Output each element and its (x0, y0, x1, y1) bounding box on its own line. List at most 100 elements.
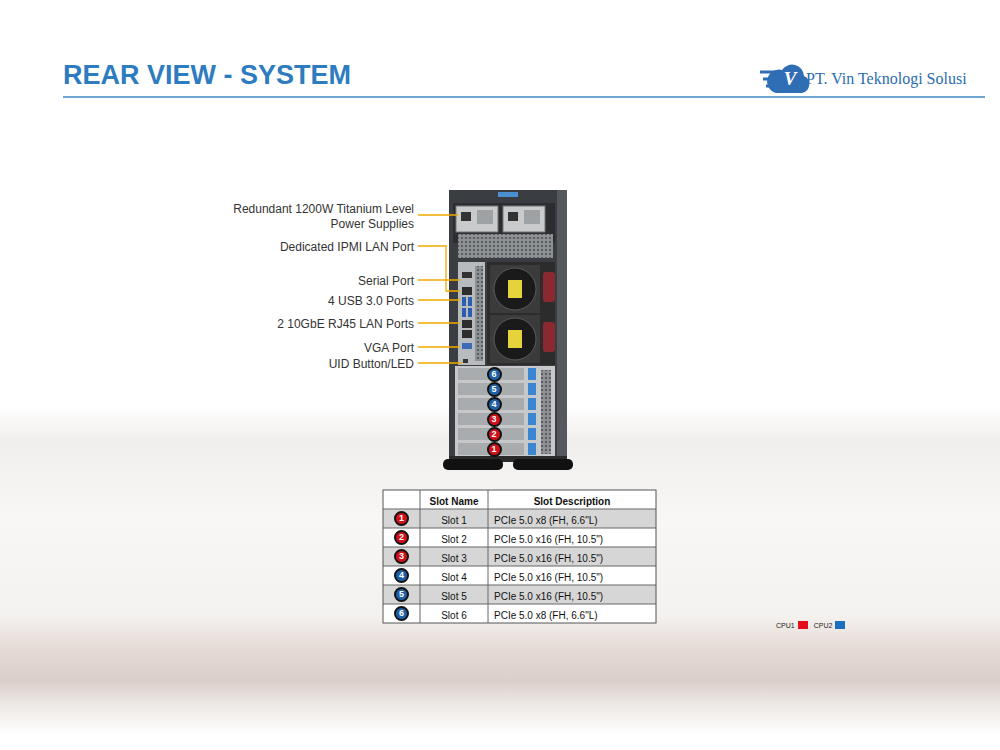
table-cell-box: Slot 2 (420, 528, 488, 547)
slot-number-badge: 4 (487, 397, 502, 412)
chassis-body (449, 190, 567, 462)
table-cell-box: PCIe 5.0 x16 (FH, 10.5") (494, 528, 654, 547)
callout-number: 6 (399, 609, 404, 618)
callout-number: 2 (399, 533, 404, 542)
vent-panel (458, 234, 553, 258)
legend-text: CPU2 (814, 622, 833, 629)
legend-swatch (798, 621, 808, 629)
slot-table-grid (383, 490, 656, 623)
legend-text: CPU1 (776, 622, 795, 629)
power-supply (503, 206, 545, 232)
fan-label (508, 330, 522, 348)
callout-number: 3 (491, 415, 496, 424)
callout-label-box: Redundant 1200W Titanium Level Power Sup… (214, 201, 414, 229)
page-title: REAR VIEW - SYSTEM (63, 60, 351, 91)
table-cell-box: Slot 3 (420, 547, 488, 566)
fan-label (508, 280, 522, 298)
table-cell: Slot 1 (441, 511, 467, 530)
io-panel (458, 262, 485, 365)
callout-label-box: VGA Port (204, 339, 414, 355)
callout-number: 4 (491, 400, 496, 409)
table-cell: PCIe 5.0 x8 (FH, 6.6"L) (494, 511, 598, 530)
slot-clip (528, 413, 536, 425)
leader-line (418, 362, 462, 363)
table-cell-box: Slot 4 (420, 566, 488, 585)
top-latch (498, 192, 518, 197)
server-chassis (443, 190, 573, 470)
table-cell: PCIe 5.0 x16 (FH, 10.5") (494, 549, 603, 568)
callout-label: VGA Port (364, 340, 414, 356)
table-border (383, 490, 656, 623)
psu-fan-grille (477, 210, 493, 224)
ipmi-port (462, 287, 472, 295)
power-socket (508, 212, 518, 221)
callout-label-box: UID Button/LED (204, 355, 414, 371)
leader-line (418, 346, 460, 347)
table-cell-box: Slot 5 (420, 585, 488, 604)
fan-handle (543, 322, 555, 352)
table-line (383, 547, 656, 548)
callout-label-box: 4 USB 3.0 Ports (204, 292, 414, 308)
table-cell: Slot 4 (441, 568, 467, 587)
usb-port (468, 297, 472, 306)
callout-number: 2 (491, 430, 496, 439)
table-cell: Slot 3 (441, 549, 467, 568)
table-line (420, 490, 421, 623)
lan-port (462, 320, 472, 328)
expansion-area (455, 366, 555, 458)
fan (494, 318, 536, 360)
lan-port (462, 330, 472, 338)
table-line (383, 585, 656, 586)
callout-label: 2 10GbE RJ45 LAN Ports (277, 316, 414, 332)
slot-clip (528, 398, 536, 410)
table-cell-box: Slot 1 (420, 509, 488, 528)
slot-clip (528, 368, 536, 380)
callout-number: 3 (399, 552, 404, 561)
table-cell: Slot 2 (441, 530, 467, 549)
slot-number-badge: 3 (394, 549, 409, 564)
power-socket (461, 212, 471, 221)
slot-clip (528, 383, 536, 395)
callout-label-box: Dedicated IPMI LAN Port (204, 238, 414, 254)
usb-port (462, 297, 466, 306)
table-cell: Slot 5 (441, 587, 467, 606)
table-cell-box: PCIe 5.0 x8 (FH, 6.6"L) (494, 509, 654, 528)
usb-port (462, 308, 466, 317)
leader-line (418, 322, 460, 323)
power-supply (456, 206, 498, 232)
callout-label: UID Button/LED (329, 356, 414, 372)
table-ground (383, 490, 656, 623)
logo-letter: V (784, 67, 797, 91)
title-text: REAR VIEW - SYSTEM (63, 60, 351, 90)
slot-number-badge: 2 (394, 530, 409, 545)
slot-number-badge: 2 (487, 427, 502, 442)
callout-number: 1 (399, 514, 404, 523)
company-name-box: PT. Vin Teknologi Solusi (806, 68, 996, 90)
leader-lines (418, 215, 462, 363)
legend: CPU1 CPU2 (776, 621, 848, 629)
slot-clip (528, 428, 536, 440)
table-cell-box: PCIe 5.0 x16 (FH, 10.5") (494, 585, 654, 604)
leader-line (418, 246, 460, 291)
fan-bay (487, 262, 555, 365)
leader-line (418, 214, 458, 215)
callout-label: Dedicated IPMI LAN Port (280, 239, 414, 255)
table-line (383, 604, 656, 605)
fan-handle (543, 272, 555, 302)
table-header-box: Slot Name (420, 490, 488, 509)
psu-fan-grille (524, 210, 540, 224)
callout-label: Serial Port (358, 273, 414, 289)
table-cell: Slot 6 (441, 606, 467, 625)
chassis-foot (513, 459, 573, 470)
callout-number: 6 (491, 370, 496, 379)
table-header-box: Slot Description (488, 490, 656, 509)
slot-clip (528, 443, 536, 455)
logo-letter-box: V (779, 67, 801, 91)
callout-number: 4 (399, 571, 404, 580)
slot-number-badge: 1 (487, 442, 502, 457)
callout-label-box: Serial Port (204, 272, 414, 288)
chassis-side (557, 190, 567, 462)
slot-number-badge: 1 (394, 511, 409, 526)
title-rule (63, 96, 985, 98)
